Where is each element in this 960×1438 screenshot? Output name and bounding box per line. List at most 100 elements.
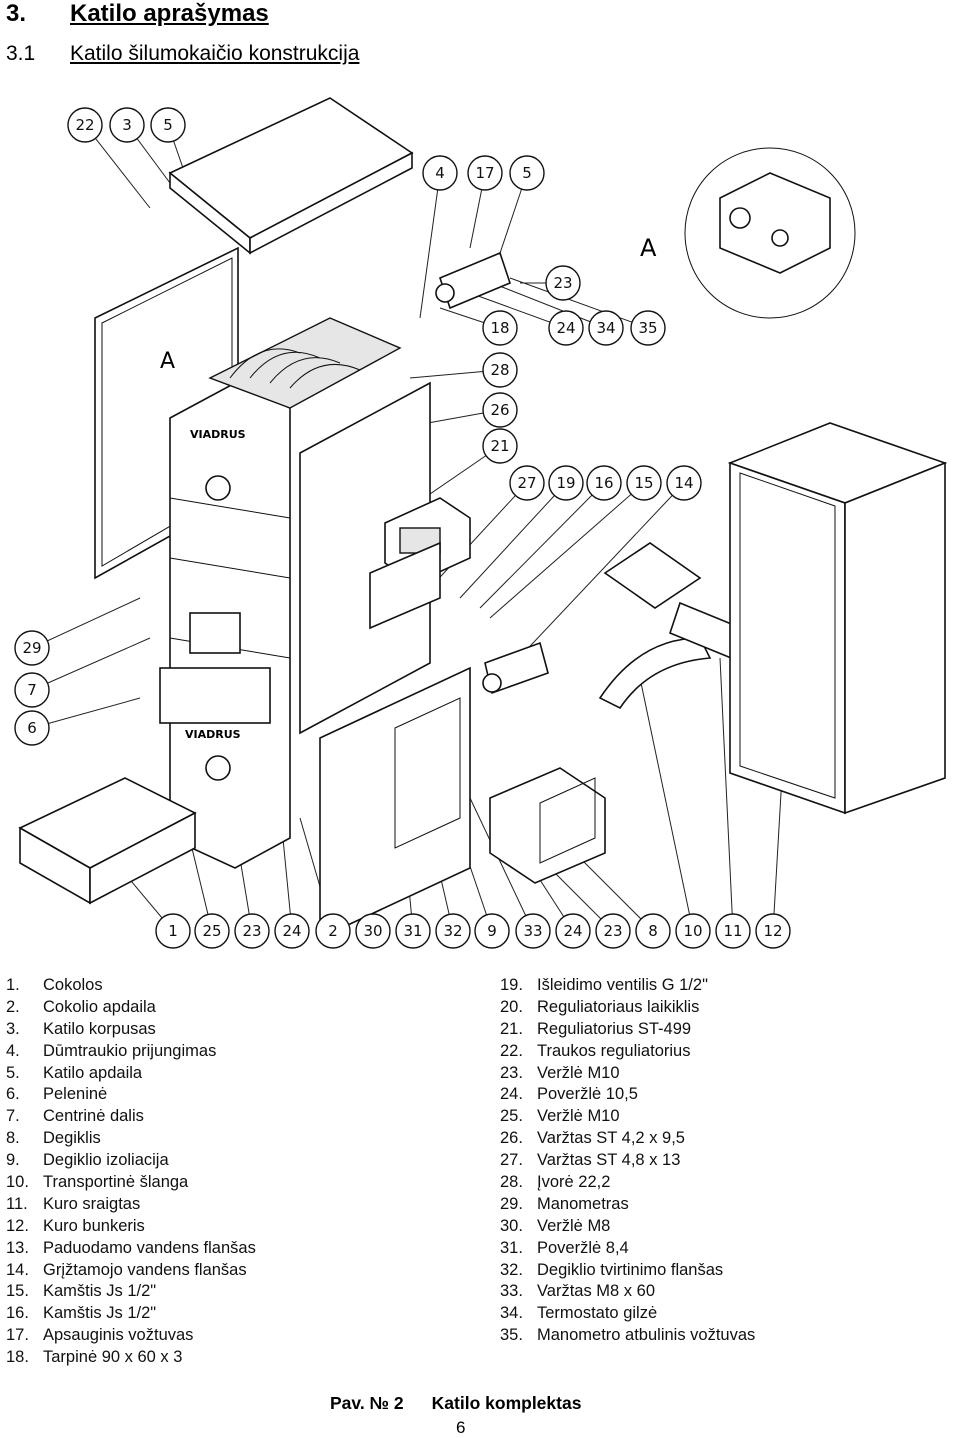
- parts-list-item: 19.Išleidimo ventilis G 1/2": [500, 975, 755, 997]
- parts-list-item: 6.Peleninė: [6, 1084, 256, 1106]
- callout-number: 28: [490, 361, 509, 379]
- part-number: 16.: [6, 1304, 29, 1323]
- parts-list-item: 7.Centrinė dalis: [6, 1106, 256, 1128]
- callout-number: 10: [683, 922, 702, 940]
- callout-top: 27: [509, 465, 545, 501]
- part-number: 28.: [500, 1173, 523, 1192]
- callout-bottom: 30: [355, 913, 391, 949]
- leader-line: [31, 697, 141, 729]
- ash-pan-door: [159, 667, 271, 724]
- part-name: Veržlė M8: [537, 1216, 611, 1235]
- parts-list-item: 13.Paduodamo vandens flanšas: [6, 1238, 256, 1260]
- callout-bottom: 11: [715, 913, 751, 949]
- part-name: Katilo apdaila: [43, 1063, 143, 1082]
- parts-list-item: 2.Cokolio apdaila: [6, 997, 256, 1019]
- parts-list-item: 18.Tarpinė 90 x 60 x 3: [6, 1347, 256, 1369]
- parts-list-item: 14.Grįžtamojo vandens flanšas: [6, 1260, 256, 1282]
- callout-number: 7: [27, 681, 37, 699]
- part-number: 29.: [500, 1194, 523, 1213]
- callout-number: 24: [556, 319, 575, 337]
- part-number: 4.: [6, 1041, 20, 1060]
- ash-door-window: [189, 612, 241, 654]
- page-number: 6: [456, 1418, 466, 1437]
- part-name: Dūmtraukio prijungimas: [43, 1041, 217, 1060]
- leader-line: [31, 597, 141, 649]
- parts-list-item: 12.Kuro bunkeris: [6, 1216, 256, 1238]
- callout-bottom: 2: [315, 913, 351, 949]
- part-number: 30.: [500, 1216, 523, 1235]
- callout-top: 14: [666, 465, 702, 501]
- callout-number: 31: [403, 922, 422, 940]
- part-number: 15.: [6, 1282, 29, 1301]
- callout-number: 22: [75, 116, 94, 134]
- parts-list-item: 20.Reguliatoriaus laikiklis: [500, 997, 755, 1019]
- part-number: 23.: [500, 1063, 523, 1082]
- parts-list-item: 16.Kamštis Js 1/2": [6, 1303, 256, 1325]
- part-name: Degiklio izoliacija: [43, 1151, 169, 1170]
- parts-list-item: 31. Poveržlė 8,4: [500, 1238, 755, 1260]
- parts-list-item: 21.Reguliatorius ST-499: [500, 1019, 755, 1041]
- brand-label-lower: VIADRUS: [185, 728, 241, 741]
- callout-number: 24: [282, 922, 301, 940]
- side-panel: [299, 381, 431, 735]
- parts-list-item: 15.Kamštis Js 1/2": [6, 1281, 256, 1303]
- part-name: Cokolos: [43, 976, 103, 994]
- callout-number: 34: [596, 319, 615, 337]
- parts-list-item: 9.Degiklio izoliacija: [6, 1150, 256, 1172]
- subsection-title: Katilo šilumokaičio konstrukcija: [70, 42, 360, 65]
- top-cover-side: [249, 151, 413, 255]
- callout-number: 3: [122, 116, 132, 134]
- part-name: Varžtas M8 x 60: [537, 1282, 655, 1301]
- callout-bottom: 24: [555, 913, 591, 949]
- callout-top: 19: [548, 465, 584, 501]
- callout-number: 15: [634, 474, 653, 492]
- callout-top: 5: [150, 107, 186, 143]
- parts-list-item: 4. Dūmtraukio prijungimas: [6, 1041, 256, 1063]
- callout-bottom: 8: [635, 913, 671, 949]
- part-name: Centrinė dalis: [43, 1107, 144, 1126]
- figure-label: Pav. № 2: [330, 1393, 404, 1413]
- part-name: Manometras: [537, 1194, 629, 1213]
- part-number: 18.: [6, 1348, 29, 1367]
- part-name: Degiklis: [43, 1129, 101, 1148]
- part-number: 12.: [6, 1216, 29, 1235]
- parts-list-item: 26.Varžtas ST 4,2 x 9,5: [500, 1128, 755, 1150]
- callout-number: 24: [563, 922, 582, 940]
- callout-number: 12: [763, 922, 782, 940]
- callout-top: 3: [109, 107, 145, 143]
- section-heading: 3.Katilo aprašymas: [6, 0, 269, 28]
- callout-number: 23: [553, 274, 572, 292]
- callout-left: 6: [14, 710, 50, 746]
- part-number: 25.: [500, 1107, 523, 1126]
- part-number: 1.: [6, 976, 20, 994]
- callout-bottom: 1: [155, 913, 191, 949]
- callout-top: 21: [482, 428, 518, 464]
- parts-list-item: 8.Degiklis: [6, 1128, 256, 1150]
- part-number: 31.: [500, 1238, 523, 1257]
- callout-number: 18: [490, 319, 509, 337]
- part-number: 14.: [6, 1260, 29, 1279]
- callout-top: 4: [422, 155, 458, 191]
- leader-line: [719, 657, 734, 932]
- parts-list-item: 11.Kuro sraigtas: [6, 1194, 256, 1216]
- part-number: 13.: [6, 1238, 29, 1257]
- callout-number: 33: [523, 922, 542, 940]
- callout-top: 18: [482, 310, 518, 346]
- part-name: Transportinė šlanga: [43, 1173, 189, 1192]
- parts-list-item: 24.Poveržlė 10,5: [500, 1084, 755, 1106]
- callout-number: 9: [487, 922, 497, 940]
- leader-line: [429, 482, 528, 589]
- callout-top: 5: [509, 155, 545, 191]
- regulator-bracket: [369, 541, 441, 630]
- callout-number: 23: [603, 922, 622, 940]
- part-number: 34.: [500, 1304, 523, 1323]
- callout-top: 17: [467, 155, 503, 191]
- callout-number: 6: [27, 719, 37, 737]
- part-name: Varžtas ST 4,2 x 9,5: [537, 1129, 685, 1148]
- part-name: Reguliatorius ST-499: [537, 1019, 692, 1038]
- part-number: 5.: [6, 1063, 20, 1082]
- part-name: Poveržlė 8,4: [537, 1238, 629, 1257]
- parts-list-item: 28.Įvorė 22,2: [500, 1172, 755, 1194]
- section-title: Katilo aprašymas: [70, 0, 269, 27]
